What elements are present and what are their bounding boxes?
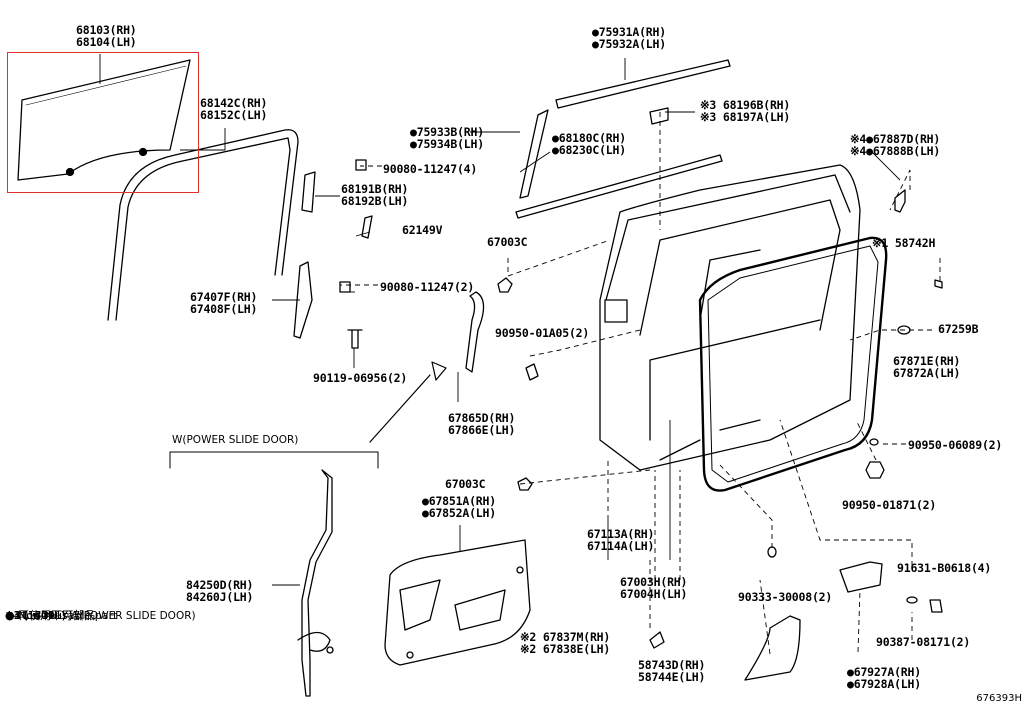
label-90119[interactable]: 90119-06956(2) [313, 371, 408, 385]
label-90080-a[interactable]: 90080-11247(4) [383, 162, 478, 176]
highlighted-part-frame [7, 52, 199, 193]
label-68196[interactable]: ※3 68196B(RH)※3 68197A(LH) [700, 98, 791, 124]
label-67259[interactable]: 67259B [938, 322, 979, 336]
belt-moulding-68180 [515, 154, 723, 219]
moulding-75931 [555, 59, 731, 109]
group-label-power-slide: W(POWER SLIDE DOOR) [172, 434, 299, 446]
bracket-67927 [839, 561, 883, 593]
channel-piece [301, 171, 316, 213]
label-68103[interactable]: 68103(RH)68104(LH) [76, 23, 137, 49]
moulding-75933 [519, 109, 549, 199]
label-62149[interactable]: 62149V [402, 223, 443, 237]
label-84250[interactable]: 84250D(RH)84260J(LH) [186, 578, 254, 604]
label-67407[interactable]: 67407F(RH)67408F(LH) [190, 290, 258, 316]
legend-item: ※2 (1409- ) [5, 610, 66, 622]
slide-door-panel [599, 164, 861, 471]
door-glass [17, 59, 191, 181]
label-67003c-b[interactable]: 67003C [445, 477, 486, 491]
label-75933[interactable]: ●75933B(RH)●75934B(LH) [410, 125, 484, 151]
label-58743[interactable]: 58743D(RH)58744E(LH) [638, 658, 706, 684]
label-67871[interactable]: 67871E(RH)67872A(LH) [893, 354, 961, 380]
label-75931[interactable]: ●75931A(RH)●75932A(LH) [592, 25, 666, 51]
diagram-reference-code: 676393H [976, 693, 1022, 704]
label-90387[interactable]: 90387-08171(2) [876, 635, 971, 649]
legend-item: ※1 LH ONLY [5, 610, 68, 622]
power-slide-cable-84250 [297, 469, 334, 697]
label-90080-b[interactable]: 90080-11247(2) [380, 280, 475, 294]
clip-62149 [361, 215, 373, 239]
label-58742[interactable]: ※1 58742H [872, 236, 936, 250]
label-90950-b[interactable]: 90950-06089(2) [908, 438, 1003, 452]
legend-item: ※4 (1809- ) W(POWER SLIDE DOOR) [5, 610, 196, 622]
label-68142[interactable]: 68142C(RH)68152C(LH) [200, 96, 268, 122]
label-68191[interactable]: 68191B(RH)68192B(LH) [341, 182, 409, 208]
label-67837[interactable]: ※2 67837M(RH)※2 67838E(LH) [520, 630, 611, 656]
legend-item: ● Non-reusable part [5, 609, 118, 622]
division-bar [293, 261, 313, 339]
glass-run-channel [107, 129, 299, 321]
label-67003c-a[interactable]: 67003C [487, 235, 528, 249]
label-90950-a[interactable]: 90950-01A05(2) [495, 326, 590, 340]
label-67003h[interactable]: 67003H(RH)67004H(LH) [620, 575, 688, 601]
label-67113[interactable]: 67113A(RH)67114A(LH) [587, 527, 655, 553]
cover-58743 [744, 615, 801, 681]
label-91631[interactable]: 91631-B0618(4) [897, 561, 992, 575]
door-weatherstrip [698, 236, 888, 492]
label-67851[interactable]: ●67851A(RH)●67852A(LH) [422, 494, 496, 520]
legend-item: ※3 (1711- ) [5, 610, 66, 622]
legend-item: ● 再使用不可部品 [5, 609, 96, 622]
label-67865[interactable]: 67865D(RH)67866E(LH) [448, 411, 516, 437]
door-trim-67851 [384, 539, 531, 666]
label-90950-c[interactable]: 90950-01871(2) [842, 498, 937, 512]
label-68180[interactable]: ●68180C(RH)●68230C(LH) [552, 131, 626, 157]
label-67927[interactable]: ●67927A(RH)●67928A(LH) [847, 665, 921, 691]
weatherstrip-67865 [465, 291, 485, 373]
label-90333[interactable]: 90333-30008(2) [738, 590, 833, 604]
label-67887[interactable]: ※4●67887D(RH)※4●67888B(LH) [850, 132, 941, 158]
